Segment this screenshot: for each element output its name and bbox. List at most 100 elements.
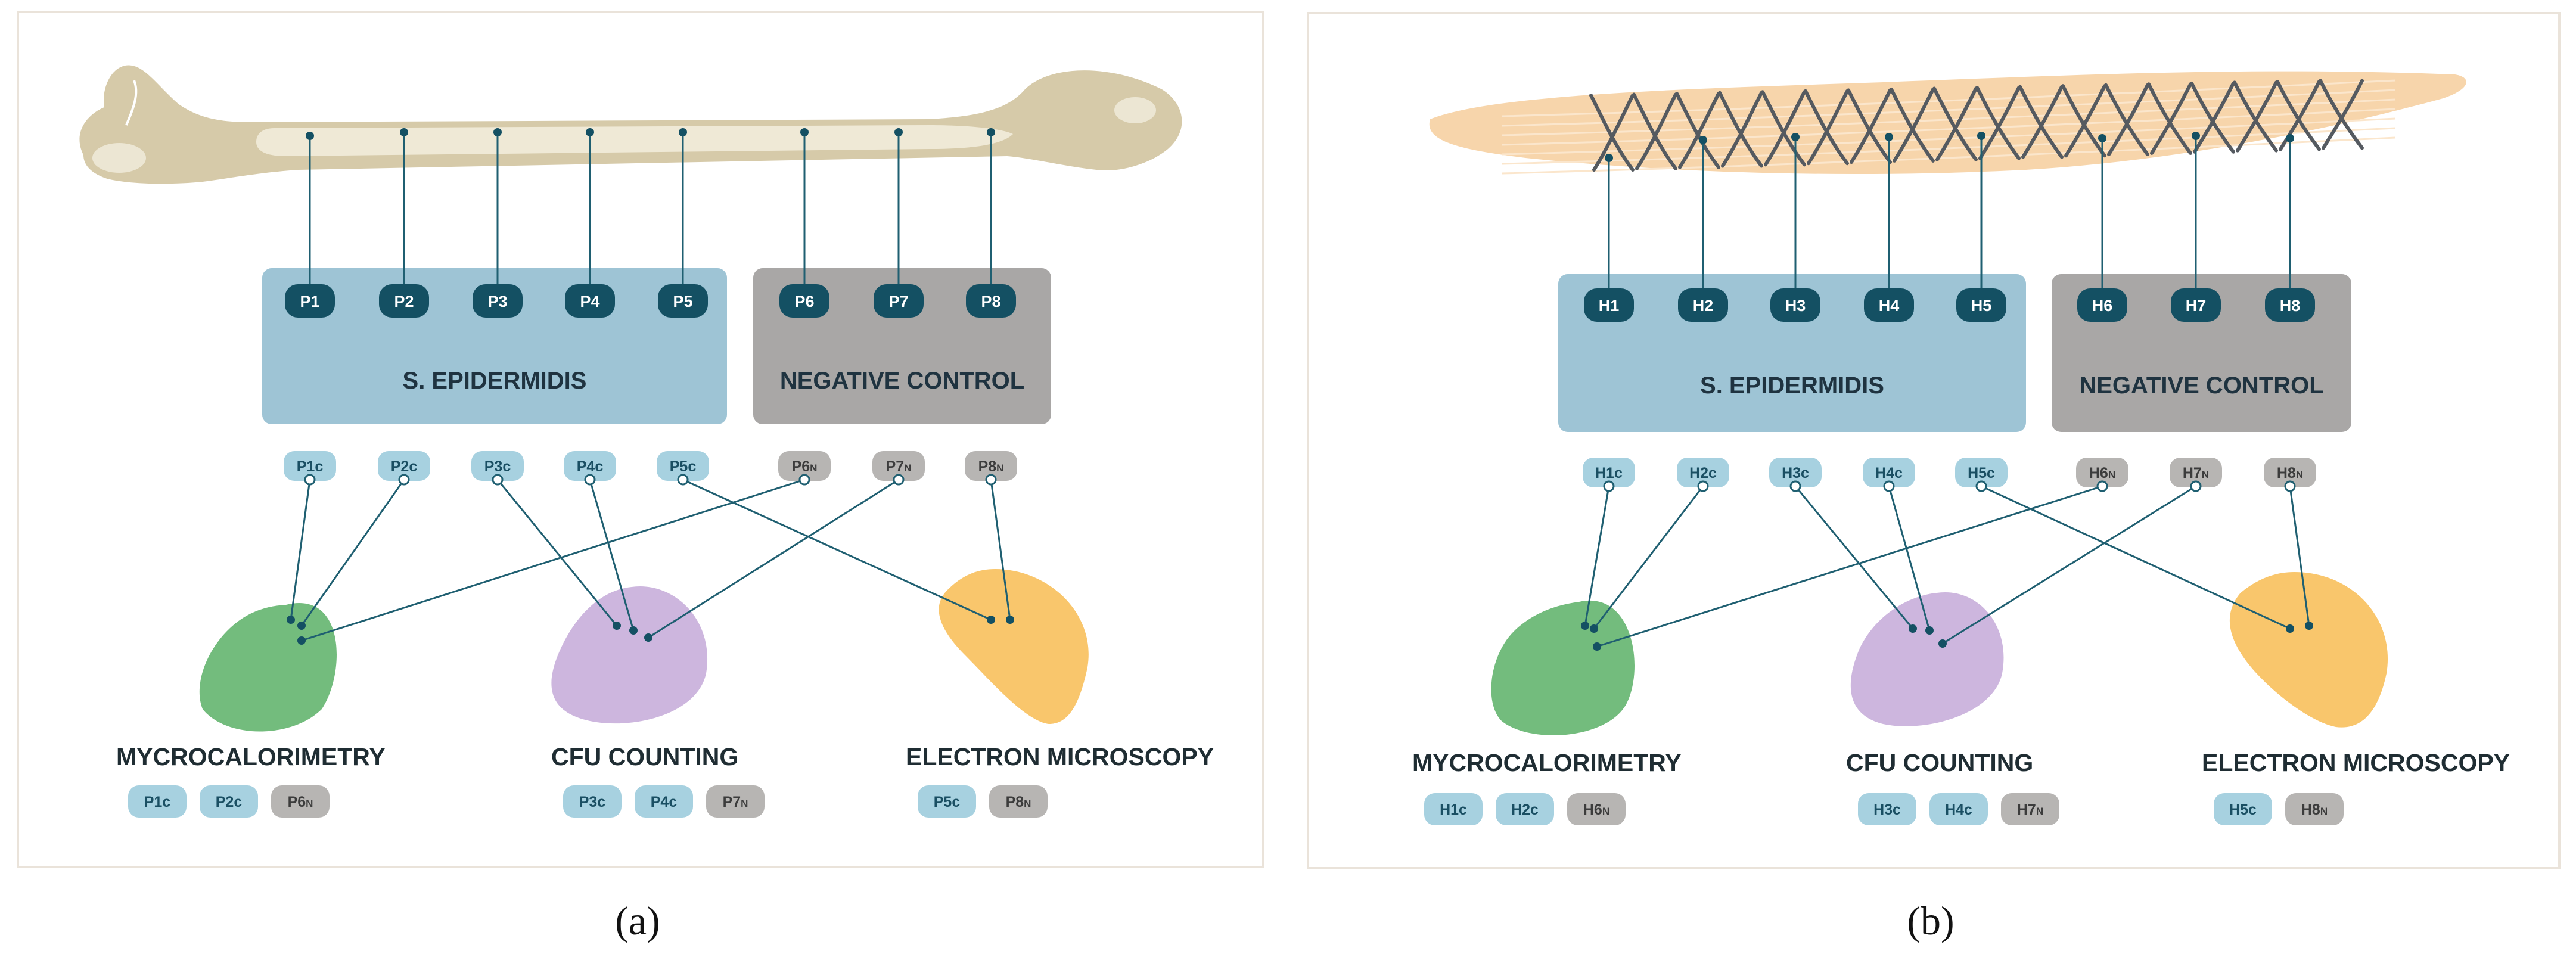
suture-stitch [2276,79,2321,151]
specimen-pill [2171,288,2221,322]
sample-pill-label: P6N [792,458,818,475]
category-chip-label: H8N [2301,801,2328,818]
attachment-dot [2286,134,2294,142]
connection-start-dot [985,474,997,486]
attachment-dot [1605,154,1613,162]
specimen-pill-label: H1 [1599,297,1620,315]
sample-pill-label: P2c [391,458,418,475]
sample-pill-label: P7N [886,458,912,475]
category-chip-label: H2c [1511,801,1539,818]
suture-stitch [1807,89,1849,166]
electron-microscopy-blob [939,569,1089,724]
mycrocalorimetry-blob [199,603,337,732]
specimen-pill-label: P7 [888,293,908,310]
category-chip [635,785,693,818]
category-label: CFU COUNTING [551,743,738,770]
bone-highlight [256,125,1013,156]
sample-pill-label: P5c [670,458,697,475]
attachment-dot [306,132,314,140]
sample-connection-line [1942,485,2196,645]
category-chip-label: P8N [1006,794,1031,810]
connection-start-dot [1975,480,1987,492]
sample-connection-line [682,478,992,621]
suture-stitch [1721,91,1763,168]
bone-end-highlight [92,143,146,173]
suture-stitch [2193,81,2235,154]
positive-group-label: S. EPIDERMIDIS [1700,372,1884,399]
category-chip-label: P3c [579,794,606,810]
category-chip [2214,793,2272,825]
category-label: CFU COUNTING [1846,749,2033,776]
connection-start-dot [584,474,596,486]
tendon-fibre [1501,117,2396,156]
specimen-pill [1956,288,2006,322]
connection-start-dot [398,474,410,486]
connection-end-dot [1006,616,1014,624]
sample-pill-label: H8N [2277,465,2303,481]
specimen-pill-label: H6 [2092,297,2113,315]
sample-pill-label: H1c [1595,465,1623,481]
panel-caption: (a) [615,898,660,943]
suture-stitch [2064,84,2106,158]
connection-end-dot [1590,624,1598,633]
suture-stitch [2061,84,2106,158]
category-chip-label: P5c [934,794,961,810]
suture-stitch [1893,87,1935,163]
specimen-pill [565,284,615,318]
category-chip-label: P2c [216,794,243,810]
sample-pill [2076,458,2128,487]
sample-connection-line [648,478,899,639]
category-chip [706,785,765,818]
specimen-pill [1678,288,1728,322]
attachment-dot [1699,136,1707,144]
sample-pill [471,451,524,481]
suture-stitch [1890,87,1935,163]
suture-stitch [1632,92,1677,170]
suture-stitch [2322,79,2364,150]
sample-pill [378,451,430,481]
connection-start-dot [492,474,504,486]
specimen-pill-label: P2 [394,293,414,310]
suture-stitch [1678,92,1720,169]
category-chip-label: H1c [1440,801,1467,818]
suture-stitch [2319,79,2364,150]
specimen-pill [658,284,708,318]
connection-end-dot [1581,622,1589,630]
sample-pill-label: H3c [1782,465,1809,481]
sample-connection-line [1596,485,2103,648]
category-chip-label: H4c [1945,801,1972,818]
category-chip-label: H7N [2017,801,2043,818]
category-chip-label: H3c [1873,801,1901,818]
specimen-pill-label: H3 [1785,297,1806,315]
sample-pill-label: P1c [297,458,324,475]
sample-pill-label: H7N [2183,465,2209,481]
sample-pill-label: P3c [484,458,511,475]
sample-pill [872,451,925,481]
cfu-counting-blob [1850,592,2004,726]
suture-stitch [1975,86,2021,160]
sample-connection-line [1981,485,2291,630]
specimen-pill [1864,288,1914,322]
category-chip-label: P7N [723,794,748,810]
sample-connection-line [1593,486,1704,629]
category-chip [1929,793,1988,825]
connection-end-dot [1925,626,1934,635]
cfu-counting-blob [551,586,708,724]
specimen-pill [1770,288,1820,322]
category-chip [989,785,1048,818]
connection-end-dot [2305,622,2313,630]
sample-pill-label: H6N [2089,465,2115,481]
category-chip [1567,793,1626,825]
mycrocalorimetry-blob [1491,600,1635,735]
bone-end-highlight [1114,97,1156,123]
category-chip-label: H5c [2229,801,2257,818]
attachment-dot [1885,133,1893,141]
category-chip-label: P6N [288,794,313,810]
negative-group-label: NEGATIVE CONTROL [2079,372,2323,399]
sample-pill [1677,458,1729,487]
connection-end-dot [644,633,652,642]
connection-end-dot [1938,639,1947,648]
suture-stitch [2147,82,2192,155]
sample-connection-line [1584,486,1610,626]
connection-start-dot [1697,480,1709,492]
